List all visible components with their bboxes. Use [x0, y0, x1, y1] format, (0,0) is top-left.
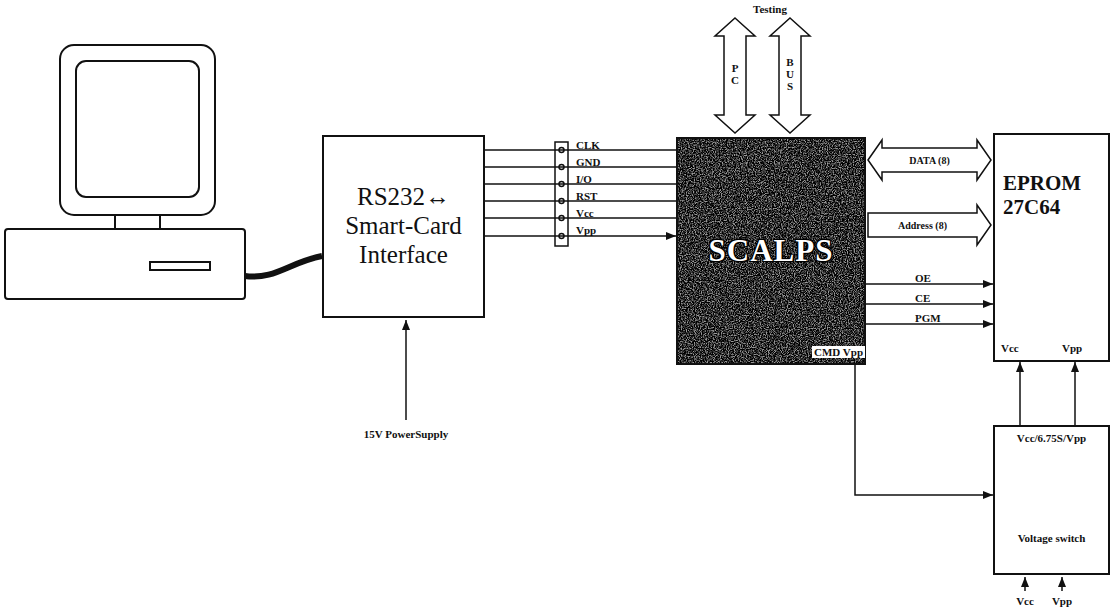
eprom-box: EPROM 27C64 [993, 133, 1110, 362]
supply-label: Vpp [1052, 595, 1072, 607]
bus-letter: BUS [785, 56, 796, 92]
node-text: Voltage switch [1018, 532, 1086, 545]
signal-label: PGM [915, 312, 941, 324]
node-title: RS232↔ Smart-Card Interface [332, 183, 475, 269]
bus-arrow [868, 140, 991, 180]
pin-label: CMD Vpp [812, 346, 865, 358]
bus-title: Testing [753, 3, 787, 15]
supply-label: Vcc [1016, 595, 1034, 607]
signal-label: GND [576, 156, 600, 168]
power-arrow [405, 320, 407, 420]
signal-label: Vcc [576, 207, 594, 219]
supply-arrow [1061, 577, 1063, 591]
bus-letter: PC [730, 62, 741, 86]
signal-label: CLK [576, 139, 600, 151]
pin-label: Vcc [1001, 342, 1019, 354]
node-title: EPROM 27C64 [1003, 171, 1091, 219]
bus-arrow [868, 205, 991, 245]
signal-label: RST [576, 190, 597, 202]
node-title: Vcc/6.75S/Vpp [1017, 432, 1086, 445]
computer-illustration [5, 45, 322, 299]
asic-box: SCALPS [676, 137, 866, 365]
signal-label: Address (8) [898, 220, 947, 231]
signal-label: DATA (8) [909, 155, 949, 166]
connector-block [555, 142, 568, 246]
signal-wire [1074, 362, 1076, 425]
signal-wire [855, 365, 993, 495]
node-title: SCALPS [709, 233, 834, 269]
signal-label: OE [915, 272, 931, 284]
interface-box: RS232↔ Smart-Card Interface [322, 135, 485, 318]
pc-bus-arrow [770, 18, 810, 133]
signal-wire [1019, 362, 1021, 425]
signal-label: CE [915, 292, 930, 304]
signal-label: Vpp [576, 224, 596, 236]
power-label: 15V PowerSupply [364, 428, 448, 440]
supply-arrow [1024, 577, 1026, 591]
signal-label: I/O [576, 173, 592, 185]
voltage-switch-box: Vcc/6.75S/VppVoltage switch [993, 425, 1110, 575]
pc-bus-arrow [715, 18, 755, 133]
pin-label: Vpp [1062, 342, 1082, 354]
